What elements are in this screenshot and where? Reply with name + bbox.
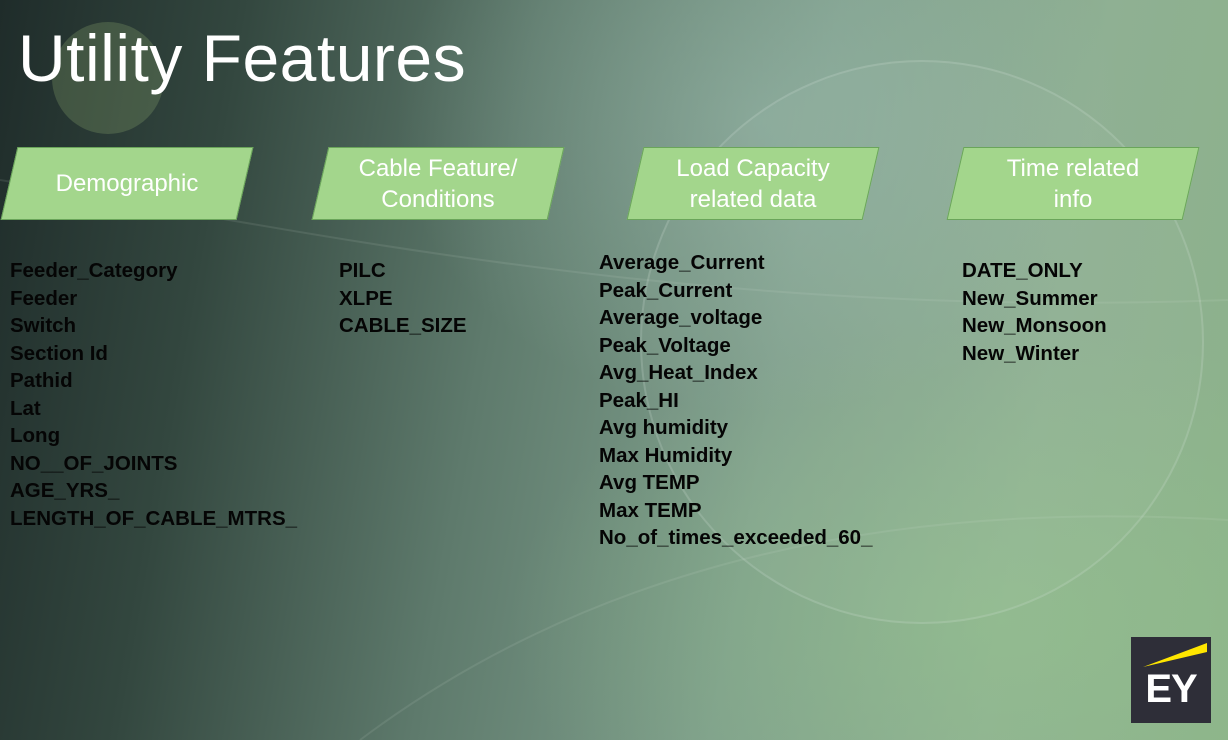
- field-item: CABLE_SIZE: [339, 314, 467, 337]
- field-item: Switch: [10, 314, 77, 337]
- field-item: AGE_YRS_: [10, 479, 120, 502]
- field-item: Long: [10, 424, 61, 447]
- category-time-related: Time related info: [946, 147, 1200, 220]
- category-cable-feature: Cable Feature/ Conditions: [311, 147, 565, 220]
- category-label: Cable Feature/ Conditions: [358, 154, 518, 213]
- field-item: New_Summer: [962, 286, 1098, 310]
- field-item: Avg TEMP: [599, 471, 700, 494]
- field-item: No_of_times_exceeded_60_: [599, 526, 873, 549]
- field-item: Feeder: [10, 286, 78, 310]
- field-item: Avg_Heat_Index: [599, 361, 758, 384]
- field-item: Average_voltage: [599, 306, 763, 329]
- category-demographic: Demographic: [0, 147, 254, 220]
- ey-logo: EY: [1131, 637, 1211, 723]
- field-item: DATE_ONLY: [962, 259, 1083, 282]
- field-item: XLPE: [339, 286, 393, 310]
- category-label: Time related info: [1006, 154, 1140, 213]
- field-item: Average_Current: [599, 251, 765, 274]
- field-item: Max TEMP: [599, 498, 702, 522]
- load-field-list: Average_Current Peak_Current Average_vol…: [599, 249, 873, 552]
- demographic-field-list: Feeder_Category Feeder Switch Section Id…: [10, 257, 297, 532]
- field-item: Lat: [10, 396, 41, 420]
- field-item: Section Id: [10, 341, 108, 365]
- field-item: Feeder_Category: [10, 259, 178, 282]
- time-field-list: DATE_ONLY New_Summer New_Monsoon New_Win…: [962, 257, 1107, 367]
- category-load-capacity: Load Capacity related data: [626, 147, 880, 220]
- field-item: Pathid: [10, 369, 73, 392]
- field-item: PILC: [339, 259, 386, 282]
- field-item: LENGTH_OF_CABLE_MTRS_: [10, 506, 298, 530]
- slide-title: Utility Features: [18, 21, 467, 95]
- cable-field-list: PILC XLPE CABLE_SIZE: [339, 257, 467, 340]
- field-item: Peak_HI: [599, 388, 679, 412]
- category-label: Demographic: [55, 170, 199, 197]
- field-item: New_Monsoon: [962, 314, 1107, 337]
- logo-text: EY: [1145, 667, 1197, 711]
- field-item: Peak_Current: [599, 278, 733, 302]
- field-item: New_Winter: [962, 341, 1080, 365]
- field-item: Max Humidity: [599, 443, 733, 467]
- field-item: NO__OF_JOINTS: [10, 451, 178, 475]
- category-label: Load Capacity related data: [676, 154, 830, 213]
- field-item: Peak_Voltage: [599, 333, 731, 357]
- field-item: Avg humidity: [599, 416, 729, 439]
- ey-beam-icon: [1143, 643, 1207, 667]
